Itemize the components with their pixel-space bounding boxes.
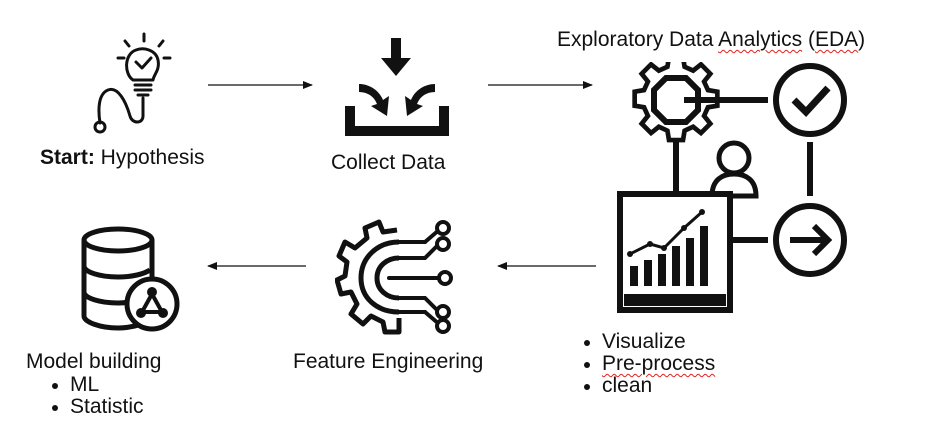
model-building-label: Model building <box>26 350 162 373</box>
database-network-icon <box>80 224 184 336</box>
eda-bullet-clean: clean <box>578 375 715 397</box>
lightbulb-idea-icon <box>88 28 178 140</box>
model-bullet-ml: ML <box>46 374 144 396</box>
eda-title-part4: EDA <box>814 28 859 51</box>
download-tray-icon <box>343 36 451 140</box>
eda-bullet-visualize: Visualize <box>578 331 715 353</box>
eda-title-part5: ) <box>858 28 866 51</box>
eda-bullet-preprocess-text: Pre-process <box>602 352 716 375</box>
eda-title-part3: ( <box>802 28 815 51</box>
start-text: Hypothesis <box>94 146 205 169</box>
eda-gear <box>632 62 720 143</box>
eda-bullet-preprocess: Pre-process <box>578 353 715 375</box>
eda-title: Exploratory Data Analytics (EDA) <box>557 28 865 52</box>
gear-circuit-icon <box>335 218 465 336</box>
model-bullet-list: ML Statistic <box>46 374 144 418</box>
eda-title-part2: Analytics <box>718 28 803 51</box>
start-prefix: Start: <box>40 146 95 169</box>
eda-dashboard <box>617 191 733 313</box>
feature-engineering-label: Feature Engineering <box>293 350 484 373</box>
eda-bullet-list: Visualize Pre-process clean <box>578 331 715 397</box>
collect-data-label: Collect Data <box>331 151 446 174</box>
start-hypothesis-label: Start: Hypothesis <box>40 146 205 170</box>
eda-title-part1: Exploratory Data <box>557 28 719 51</box>
process-dashboard-icon <box>600 62 858 316</box>
model-bullet-statistic: Statistic <box>46 396 144 418</box>
